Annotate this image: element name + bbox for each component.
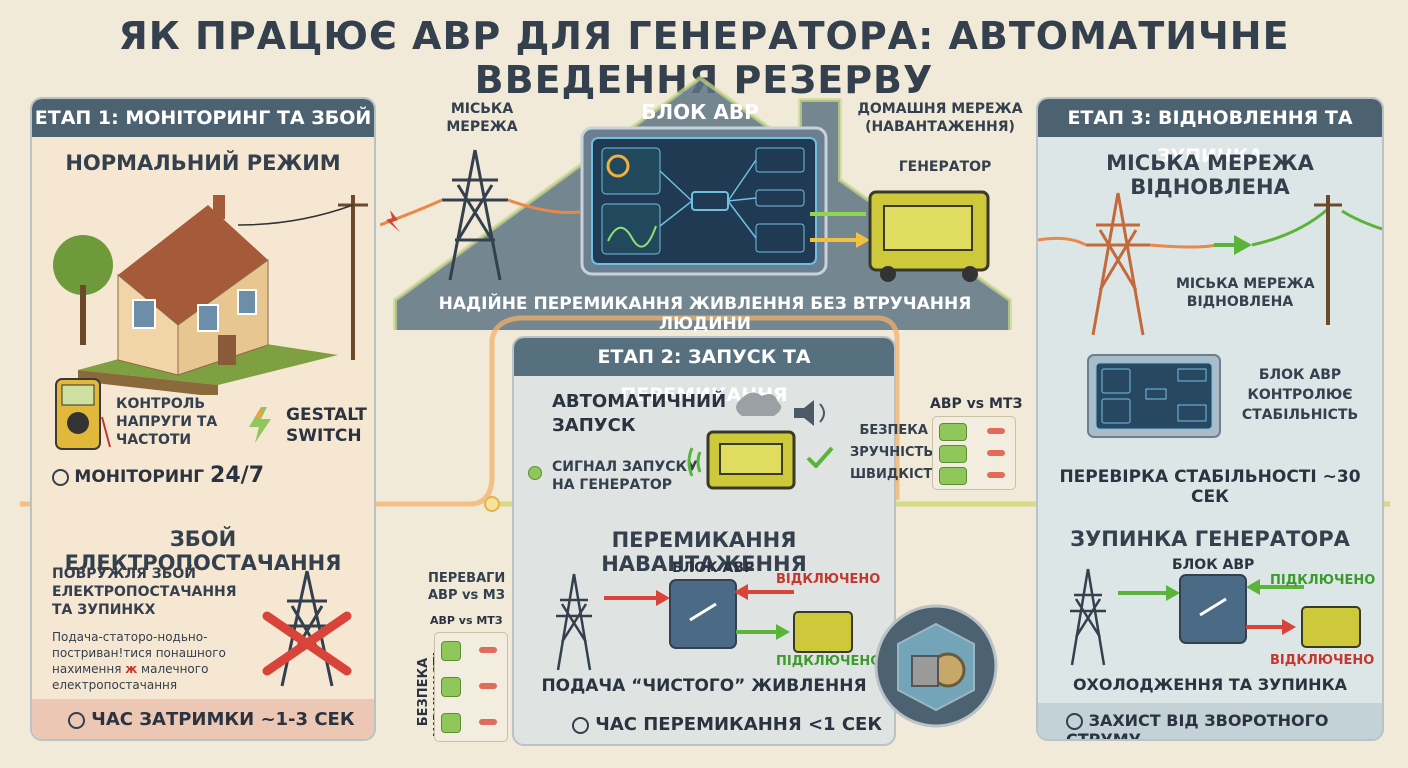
stage1-normal-title: НОРМАЛЬНИЙ РЕЖИМ bbox=[65, 151, 341, 175]
control-text: КОНТРОЛЬ НАПРУГИ ТА ЧАСТОТИ bbox=[116, 396, 218, 448]
wire-node bbox=[484, 496, 500, 512]
compare-left-title: ПЕРЕВАГИ АВР vs МЗ bbox=[428, 571, 506, 603]
multimeter-icon bbox=[55, 378, 111, 450]
dash-icon bbox=[479, 647, 497, 653]
stage2-panel: ЕТАП 2: ЗАПУСК ТА ПЕРЕМИКАННЯ АВТОМАТИЧН… bbox=[512, 336, 896, 746]
clock-icon bbox=[52, 468, 69, 486]
stop-diagram bbox=[1070, 568, 1361, 666]
stage3-header: ЕТАП 3: ВІДНОВЛЕННЯ ТА ЗУПИНКА bbox=[1038, 99, 1382, 167]
failure-desc: ПОВРУЖЛЯ ЗБОЙ ЕЛЕКТРОПОСТАЧАННЯ ТА ЗУПИН… bbox=[52, 566, 237, 618]
compare-right-table bbox=[932, 416, 1016, 490]
generator-icon bbox=[810, 190, 990, 282]
avr-title: БЛОК АВР bbox=[641, 100, 759, 124]
stop-title: ЗУПИНКА ГЕНЕРАТОРА bbox=[1070, 527, 1350, 551]
generator-label: ГЕНЕРАТОР bbox=[898, 159, 992, 175]
switching-title: ПЕРЕМИКАННЯ НАВАНТАЖЕННЯ bbox=[601, 528, 807, 576]
stage1-panel: ЕТАП 1: МОНІТОРИНГ ТА ЗБОЙ НОРМАЛЬНИЙ РЕ… bbox=[30, 97, 376, 741]
compare-left-table bbox=[434, 632, 508, 742]
auto-start-text: АВТОМАТИЧНИЙ ЗАПУСК bbox=[552, 391, 727, 436]
monitoring-row: МОНІТОРИНГ 24/7 bbox=[52, 463, 264, 488]
delay-row: ЧАС ЗАТРИМКИ ~1-3 СЕК bbox=[68, 709, 355, 730]
check-icon bbox=[939, 445, 967, 463]
clock-icon bbox=[68, 711, 85, 729]
broken-pylon-icon bbox=[262, 570, 352, 687]
switch-cube-icon bbox=[874, 604, 998, 728]
compare-right-title: АВР vs МТЗ bbox=[930, 396, 1023, 412]
failure-small-x: ж bbox=[125, 662, 138, 676]
home-label: ДОМАШНЯ МЕРЕЖА (НАВАНТАЖЕННЯ) bbox=[857, 101, 1023, 135]
signal-text: СИГНАЛ ЗАПУСКУ НА ГЕНЕРАТОР bbox=[552, 459, 698, 493]
protection-row: ЗАХИСТ ВІД ЗВОРОТНОГО СТРУМУ bbox=[1066, 711, 1382, 741]
restored-title: МІСЬКА МЕРЕЖА ВІДНОВЛЕНА bbox=[1106, 151, 1314, 199]
check-icon bbox=[939, 467, 967, 485]
compare-row-label: БЕЗПЕКА bbox=[859, 423, 928, 438]
stage3-panel: ЕТАП 3: ВІДНОВЛЕННЯ ТА ЗУПИНКА МІСЬКА МЕ… bbox=[1036, 97, 1384, 741]
switch-time-text: ЧАС ПЕРЕМИКАННЯ <1 СЕК bbox=[595, 714, 883, 735]
dash-icon bbox=[479, 683, 497, 689]
pylon-icon bbox=[380, 149, 580, 281]
compare-row-label: ШВИДКІСТЬ bbox=[850, 467, 943, 482]
house-icon bbox=[53, 195, 368, 395]
monitoring-prefix: МОНІТОРИНГ bbox=[74, 467, 211, 487]
connected-label-3: ПІДКЛЮЧЕНО bbox=[1270, 573, 1376, 588]
connected-label: ПІДКЛЮЧЕНО bbox=[776, 654, 882, 669]
disconnected-label-3: ВІДКЛЮЧЕНО bbox=[1270, 653, 1375, 668]
clock-icon bbox=[572, 716, 589, 734]
check-icon bbox=[441, 677, 461, 697]
switching-diagram bbox=[556, 573, 853, 671]
restored-grid-diagram bbox=[1038, 192, 1382, 345]
cooling-text: ОХОЛОДЖЕННЯ ТА ЗУПИНКА bbox=[1072, 675, 1348, 694]
dash-icon bbox=[987, 428, 1005, 434]
stage1-header: ЕТАП 1: МОНІТОРИНГ ТА ЗБОЙ bbox=[32, 99, 374, 137]
avr-block-label: БЛОК АВР bbox=[672, 560, 755, 576]
clean-power-text: ПОДАЧА “ЧИСТОГО” ЖИВЛЕННЯ bbox=[541, 676, 867, 696]
delay-bar bbox=[32, 699, 374, 739]
protection-bar bbox=[1038, 703, 1382, 739]
failure-small: Подача-статоро-нодьно- постриван!тися по… bbox=[52, 629, 226, 693]
stage2-header: ЕТАП 2: ЗАПУСК ТА ПЕРЕМИКАННЯ bbox=[514, 338, 894, 406]
disconnected-label: ВІДКЛЮЧЕНО bbox=[776, 572, 881, 587]
dash-icon bbox=[479, 719, 497, 725]
avr-panel-icon bbox=[580, 126, 828, 276]
check-icon bbox=[939, 423, 967, 441]
failure-small-1: Подача-статоро-нодьно- постриван!тися по… bbox=[52, 630, 226, 676]
tagline: НАДІЙНЕ ПЕРЕМИКАННЯ ЖИВЛЕННЯ БЕЗ ВТРУЧАН… bbox=[438, 294, 972, 334]
compare-right-rows: БЕЗПЕКА ЗРУЧНІСТЬ ШВИДКІСТЬ bbox=[850, 420, 943, 486]
check-icon bbox=[441, 641, 461, 661]
dash-icon bbox=[987, 450, 1005, 456]
avr-controls-text: БЛОК АВР КОНТРОЛЮЄ СТАБІЛЬНІСТЬ bbox=[1241, 367, 1359, 423]
brand-text: GESTALT SWITCH bbox=[286, 405, 367, 446]
signal-dot bbox=[528, 466, 542, 480]
main-wire-orange bbox=[20, 315, 900, 507]
switch-time-row: ЧАС ПЕРЕМИКАННЯ <1 СЕК bbox=[572, 714, 882, 735]
compare-left-subtitle: АВР vs МТЗ bbox=[430, 614, 503, 627]
failure-title: ЗБОЙ ЕЛЕКТРОПОСТАЧАННЯ bbox=[64, 527, 342, 575]
lightning-icon bbox=[249, 407, 271, 443]
compare-row-label: ЗРУЧНІСТЬ bbox=[850, 445, 934, 460]
generator-start-icon bbox=[687, 392, 825, 490]
stability-text: ПЕРЕВІРКА СТАБІЛЬНОСТІ ~30 СЕК bbox=[1059, 467, 1361, 507]
avr-block-label-3: БЛОК АВР bbox=[1172, 557, 1255, 573]
avr-panel-icon bbox=[1087, 354, 1221, 438]
monitoring-value: 24/7 bbox=[210, 463, 265, 488]
failure-small-2: малечного електропостачання bbox=[52, 662, 209, 692]
delay-text: ЧАС ЗАТРИМКИ ~1-3 СЕК bbox=[91, 709, 355, 730]
grid-label: МІСЬКА МЕРЕЖА bbox=[446, 101, 518, 135]
check-icon bbox=[441, 713, 461, 733]
protection-text: ЗАХИСТ ВІД ЗВОРОТНОГО СТРУМУ bbox=[1066, 711, 1329, 741]
check-icon bbox=[806, 446, 834, 468]
clock-icon bbox=[1066, 713, 1083, 730]
dash-icon bbox=[987, 472, 1005, 478]
restored-small: МІСЬКА МЕРЕЖА ВІДНОВЛЕНА bbox=[1176, 276, 1315, 310]
